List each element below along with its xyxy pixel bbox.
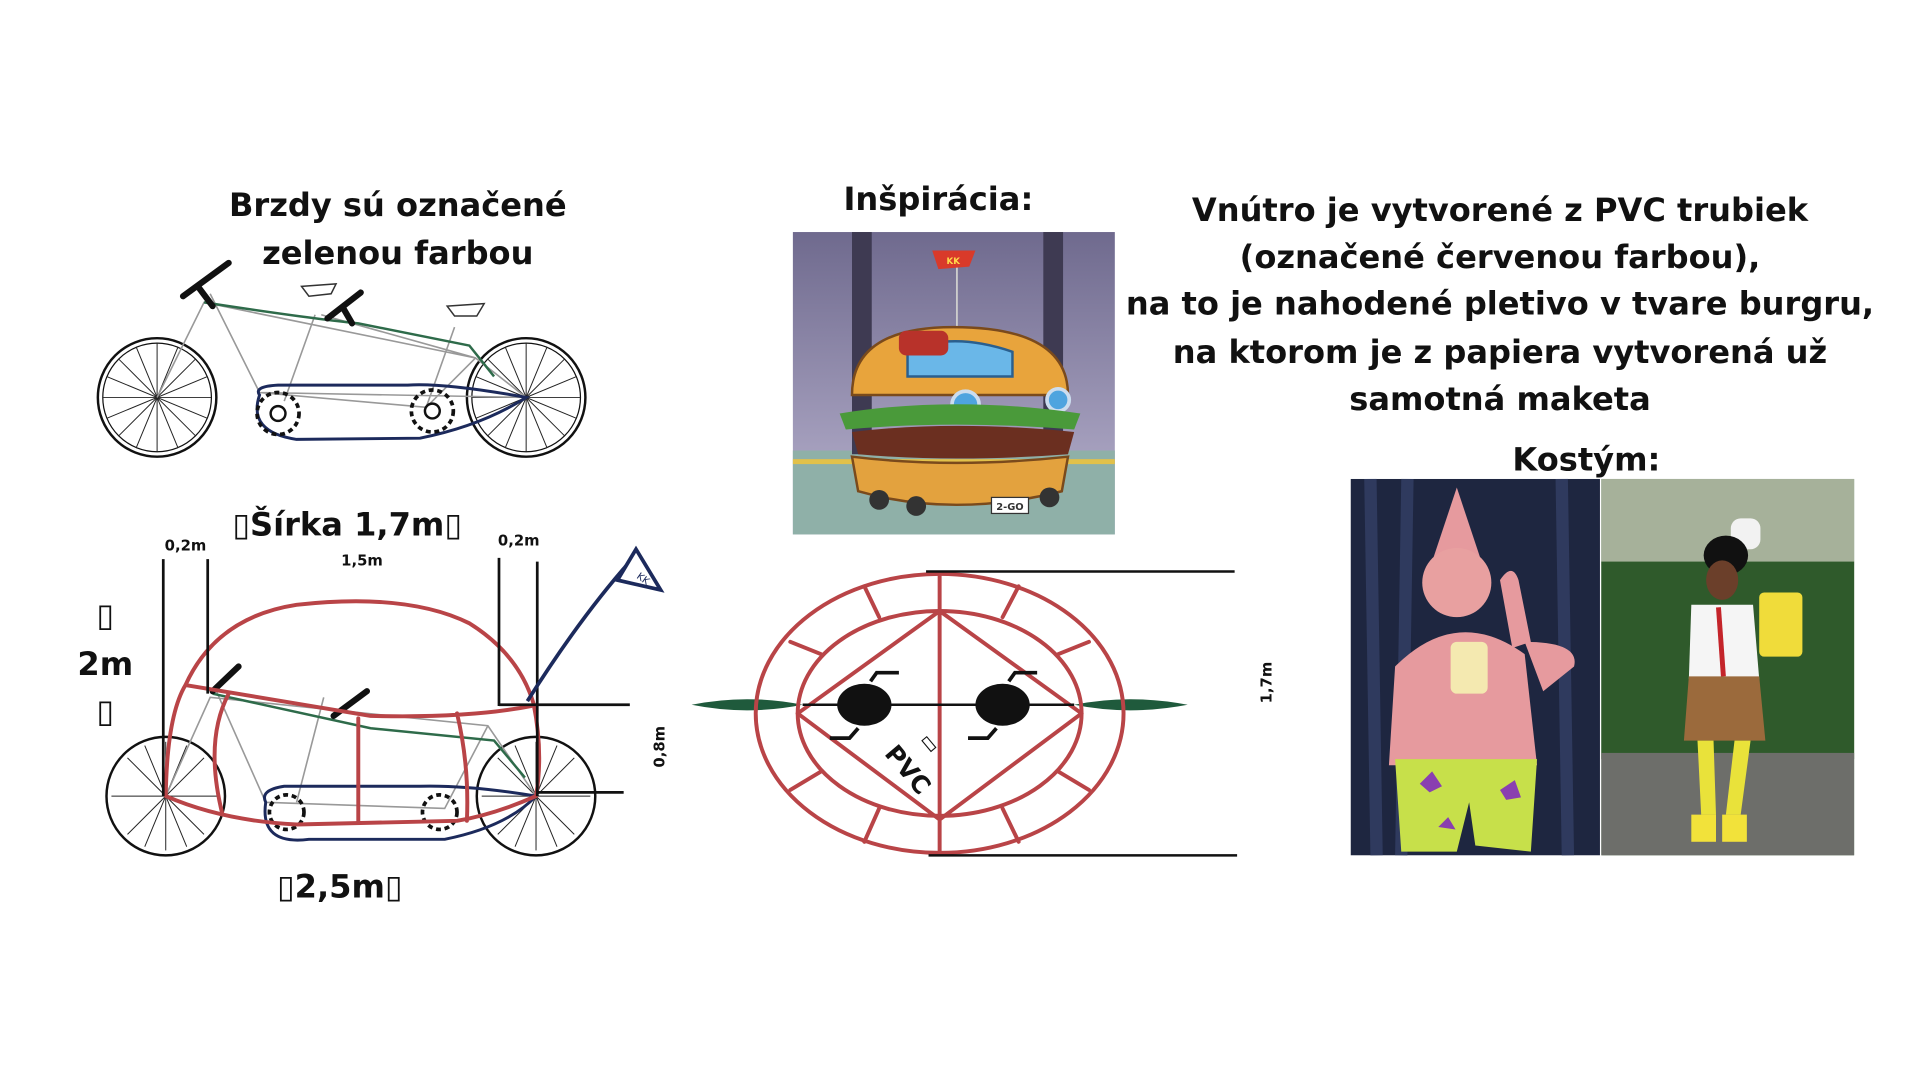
- rider-icon: [829, 670, 899, 740]
- brakes-note-line1: Brzdy sú označené: [229, 186, 567, 224]
- height-label: 2m: [77, 645, 133, 683]
- side-view-dimension-diagram: KK ▯Šírka 1,7m▯ 0,2m 1,5m 0,2m ▯ 2m ▯ 0,…: [77, 505, 668, 906]
- chainring-icon: [420, 793, 459, 832]
- inspiration-image: KK 2-GO: [792, 232, 1115, 535]
- top-view-diagram: PVC ▯ 1,7m: [691, 570, 1276, 857]
- saddle-icon: [300, 283, 486, 317]
- brakes-note-line2: zelenou farbou: [262, 234, 533, 272]
- handlebar-icon: [179, 259, 364, 327]
- right-offset-label: 0,2m: [498, 533, 540, 550]
- description-line: Vnútro je vytvorené z PVC trubiek: [1192, 191, 1809, 229]
- description-text: Vnútro je vytvorené z PVC trubiek (označ…: [1126, 191, 1874, 418]
- dimension-lines: [161, 557, 630, 797]
- costume-photo-patrick: [1350, 478, 1600, 856]
- rider-icon: [968, 670, 1038, 740]
- description-line: (označené červenou farbou),: [1240, 238, 1761, 276]
- pvc-marker: ▯: [916, 731, 939, 756]
- brake-leaf-marks: [691, 699, 1188, 711]
- tandem-bike-brakes-diagram: [96, 259, 587, 458]
- top-view-width-label: 1,7m: [1259, 662, 1276, 704]
- length-label: ▯2,5m▯: [277, 867, 403, 905]
- wheel-front: [96, 336, 218, 458]
- description-line: na ktorom je z papiera vytvorená už: [1173, 333, 1827, 371]
- inspiration-flag-text: KK: [947, 257, 961, 267]
- width-label: ▯Šírka 1,7m▯: [232, 505, 462, 544]
- description-line: na to je nahodené pletivo v tvare burgru…: [1126, 285, 1874, 323]
- chainring-icon: [409, 388, 456, 434]
- height-arrow-bottom: ▯: [96, 692, 114, 730]
- middle-span-label: 1,5m: [341, 552, 383, 569]
- chainring-icon: [255, 390, 301, 437]
- costume-photo-spongebob: [1601, 478, 1855, 856]
- pvc-frame-outline: [163, 599, 542, 827]
- height-arrow-top: ▯: [96, 596, 114, 634]
- ground-clearance-label: 0,8m: [651, 726, 668, 768]
- inspiration-title: Inšpirácia:: [844, 180, 1034, 218]
- left-offset-label: 0,2m: [165, 537, 207, 554]
- license-plate-text: 2-GO: [996, 502, 1023, 513]
- costume-title: Kostým:: [1512, 440, 1660, 478]
- flag-icon: [932, 250, 976, 270]
- chainring-icon: [267, 793, 306, 832]
- flag-icon: KK: [525, 545, 665, 703]
- description-line: samotná maketa: [1349, 380, 1650, 418]
- handlebar-icon: [209, 663, 371, 719]
